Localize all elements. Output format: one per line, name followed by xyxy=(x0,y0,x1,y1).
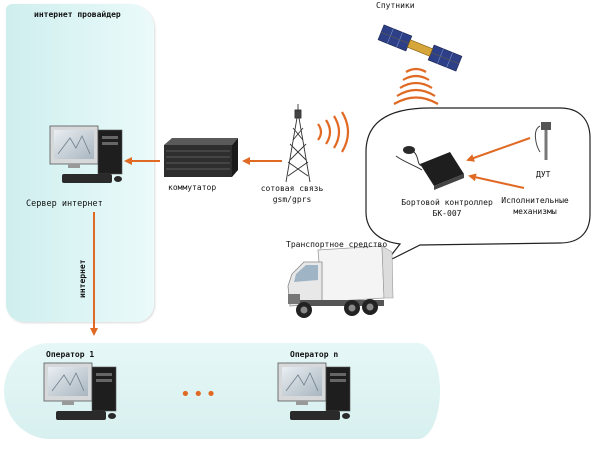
onboard-controller-icon xyxy=(395,146,464,190)
ellipsis-dots: ••• xyxy=(180,384,219,405)
operator-n-computer-icon xyxy=(277,362,351,420)
satellites-label: Спутники xyxy=(376,1,415,10)
arrow-sensor-to-controller xyxy=(466,137,531,162)
internet-provider-label: интернет провайдер xyxy=(34,10,121,19)
cell-signal-icon xyxy=(317,111,350,153)
operator-1-label: Оператор 1 xyxy=(46,350,95,359)
fuel-sensor-label: ДУТ xyxy=(536,170,551,179)
cell-label-line1: сотовая связь xyxy=(260,184,324,193)
switch-icon xyxy=(164,138,238,177)
vehicle-label: Транспортное средство xyxy=(286,240,388,249)
switch-label: коммутатор xyxy=(168,183,217,192)
server-label: Сервер интернет xyxy=(26,199,103,209)
satellite-icon xyxy=(377,24,463,72)
vehicle-speech-bubble xyxy=(365,107,591,263)
controller-label-line1: Бортовой контроллер xyxy=(401,198,493,207)
cell-label-line2: gsm/gprs xyxy=(272,195,312,204)
server-computer-icon xyxy=(49,125,123,183)
truck-icon xyxy=(287,245,394,318)
operator-n-label: Оператор n xyxy=(290,350,339,359)
actuators-label-line1: Исполнительные xyxy=(501,196,569,205)
arrow-actuators-to-controller xyxy=(468,173,525,189)
operator-1-computer-icon xyxy=(43,362,117,420)
cell-tower-icon xyxy=(285,104,311,183)
satellite-signal-icon xyxy=(393,67,439,105)
controller-label-line2: БК-007 xyxy=(432,209,462,218)
data-flow-arrows xyxy=(90,137,531,336)
internet-link-label: интернет xyxy=(78,259,87,298)
fuel-sensor-icon xyxy=(534,122,551,160)
actuators-label-line2: механизмы xyxy=(513,207,557,216)
